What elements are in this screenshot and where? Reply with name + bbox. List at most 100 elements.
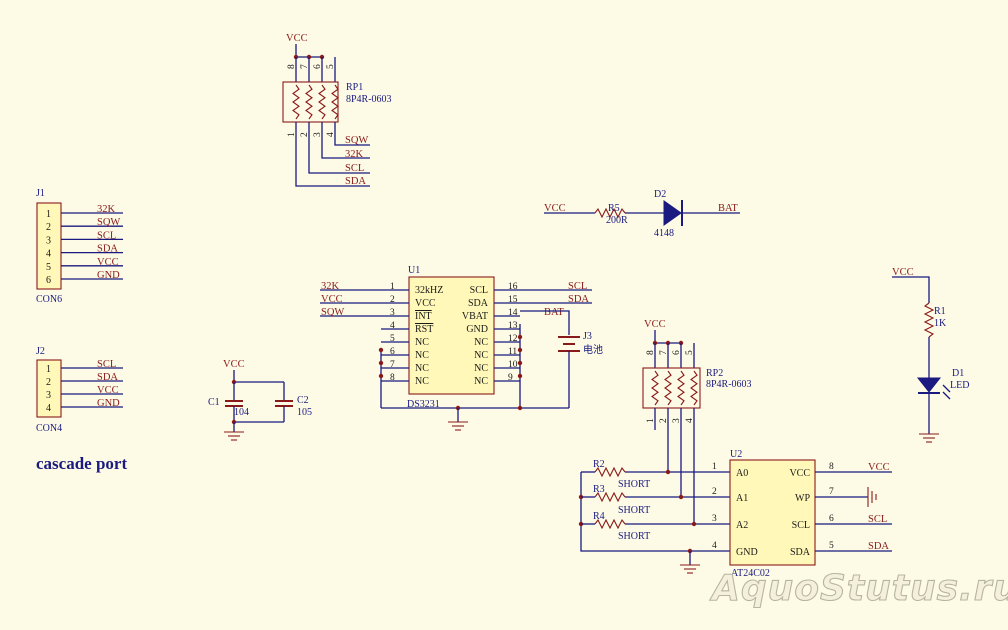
rp1-net-1: SQW	[345, 135, 368, 146]
j1-pin-net: VCC	[97, 257, 119, 268]
r3-ref: R3	[593, 484, 605, 495]
decoupling-capacitors: VCC C1 104 C2 105	[208, 359, 312, 441]
u1-left-pin-number: 6	[390, 347, 395, 357]
rp2-body	[642, 367, 701, 409]
u1-left-pin-name: NC	[415, 376, 429, 387]
c1-ref: C1	[208, 397, 220, 408]
u2-left-pin-number: 3	[712, 514, 717, 524]
rp1-bottom-pin: 3	[313, 132, 323, 137]
u1-right-pin-number: 12	[508, 334, 518, 344]
u1-ref: U1	[408, 265, 420, 276]
rp2-value: 8P4R-0603	[706, 379, 752, 390]
caps-ground-icon	[224, 431, 244, 441]
u1-left-pin-number: 7	[390, 360, 395, 370]
d1-ref: D1	[952, 368, 964, 379]
j2-pin-number: 4	[46, 403, 51, 414]
u1-left-pin-number: 4	[390, 321, 395, 331]
u1-right-net: SCL	[568, 281, 587, 292]
u1-left-pin-name: RST	[415, 324, 433, 335]
u1-right-pin-name: NC	[474, 363, 488, 374]
u1-left-pin-name: VCC	[415, 298, 436, 309]
u1-right-pin-name: SCL	[470, 285, 488, 296]
charge-vcc-label: VCC	[544, 203, 566, 214]
u2-left-pin-name: A0	[736, 468, 748, 479]
u1-right-pin-name: NC	[474, 376, 488, 387]
j2-pin-net: SDA	[97, 372, 118, 383]
u1-left-pin-number: 3	[390, 308, 395, 318]
u2-ref: U2	[730, 449, 742, 460]
u2-left-pin-number: 2	[712, 487, 717, 497]
u2-right-pin-name: VCC	[789, 468, 810, 479]
u2-at24c02: U2 1A02A13A24GND8VCCVCC7WP6SCLSCL5SDASDA…	[712, 449, 892, 579]
u1-right-pin-name: GND	[466, 324, 488, 335]
r2-ref: R2	[593, 459, 605, 470]
u1-right-pin-number: 16	[508, 282, 518, 292]
u1-right-pin-number: 14	[508, 308, 518, 318]
rp2-bottom-pin: 2	[659, 418, 669, 423]
rp2-top-pin: 6	[672, 350, 682, 355]
u2-right-pin-number: 7	[829, 487, 834, 497]
u1-left-pin-number: 8	[390, 373, 395, 383]
charge-bat-label: BAT	[718, 203, 738, 214]
r3-value: SHORT	[618, 505, 650, 516]
c2-value: 105	[297, 407, 312, 418]
u1-left-pin-name: INT	[415, 311, 432, 322]
u2-right-pin-name: SDA	[790, 547, 811, 558]
rp1-ref: RP1	[346, 82, 363, 93]
u2-right-net: SDA	[868, 541, 889, 552]
c2-ref: C2	[297, 395, 309, 406]
u1-right-pin-number: 13	[508, 321, 518, 331]
j2-value: CON4	[36, 423, 62, 434]
u1-right-net: SDA	[568, 294, 589, 305]
u2-left-pin-number: 1	[712, 462, 717, 472]
j2-pin-number: 1	[46, 364, 51, 375]
j2-pin-number: 2	[46, 377, 51, 388]
c1-value: 104	[234, 407, 249, 418]
j2-pin-net: GND	[97, 398, 120, 409]
j2-pin-number: 3	[46, 390, 51, 401]
r4-value: SHORT	[618, 531, 650, 542]
u2-right-pin-name: SCL	[792, 520, 810, 531]
rp1-top-pin: 7	[300, 64, 310, 69]
d2-ref: D2	[654, 189, 666, 200]
u2-right-pin-number: 5	[829, 541, 834, 551]
u1-value: DS3231	[407, 399, 440, 410]
u1-right-pin-name: NC	[474, 337, 488, 348]
u1-right-pin-name: VBAT	[462, 311, 488, 322]
j2-ref: J2	[36, 346, 45, 357]
rp2-vcc-label: VCC	[644, 319, 666, 330]
led-ground-icon	[919, 433, 939, 443]
rp1-top-pin: 8	[287, 64, 297, 69]
led-vcc-label: VCC	[892, 267, 914, 278]
d2-value: 4148	[654, 228, 674, 239]
u2-left-pin-name: A1	[736, 493, 748, 504]
j1-pin-net: GND	[97, 270, 120, 281]
j1-pin-net: SCL	[97, 230, 116, 241]
u2-body	[729, 459, 816, 566]
u2-right-pin-number: 6	[829, 514, 834, 524]
led-circuit: VCC R1 1K D1 LED	[892, 267, 969, 443]
u2-right-net: VCC	[868, 462, 890, 473]
u1-right-net: BAT	[544, 307, 564, 318]
rp1-bottom-pin: 2	[300, 132, 310, 137]
cascade-port-caption: cascade port	[36, 454, 127, 473]
rp2-top-pin: 8	[646, 350, 656, 355]
rp1-bottom-pin: 1	[287, 132, 297, 137]
rp1-net-2: 32K	[345, 149, 364, 160]
u1-right-pin-name: NC	[474, 350, 488, 361]
j2-pin-net: VCC	[97, 385, 119, 396]
rp2-bottom-pin: 1	[646, 418, 656, 423]
address-resistors: R2 SHORT R3 SHORT R4 SHORT	[578, 420, 730, 574]
u1-left-pin-name: NC	[415, 337, 429, 348]
rp1-vcc-label: VCC	[286, 33, 308, 44]
caps-vcc-label: VCC	[223, 359, 245, 370]
rp2-top-pin: 5	[685, 350, 695, 355]
u1-left-pin-name: NC	[415, 363, 429, 374]
u1-left-pin-name: 32kHZ	[415, 285, 443, 296]
j3-battery: J3 电池	[520, 310, 603, 408]
j1-pin-number: 2	[46, 222, 51, 233]
u1-body	[408, 276, 495, 395]
u2-left-pin-name: A2	[736, 520, 748, 531]
